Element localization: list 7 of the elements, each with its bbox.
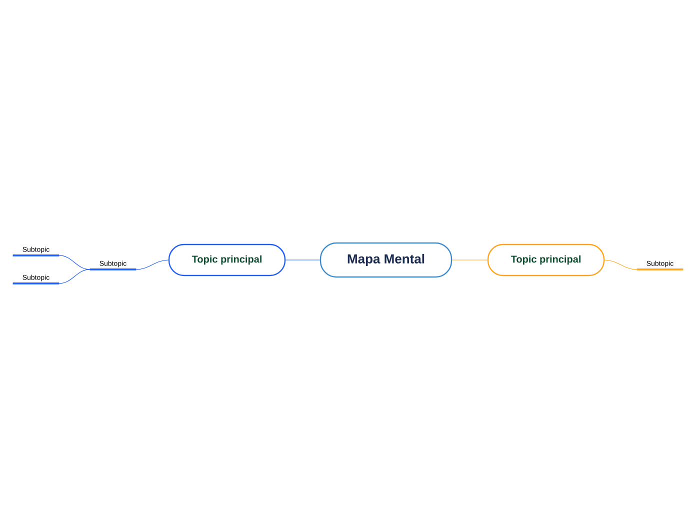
topic-box: Topic principal	[168, 244, 286, 276]
connector	[604, 260, 638, 270]
central-topic-box: Mapa Mental	[320, 242, 452, 278]
connector	[58, 255, 90, 270]
connector	[58, 269, 90, 284]
connector	[136, 260, 169, 270]
topic-box: Topic principal	[487, 244, 605, 276]
